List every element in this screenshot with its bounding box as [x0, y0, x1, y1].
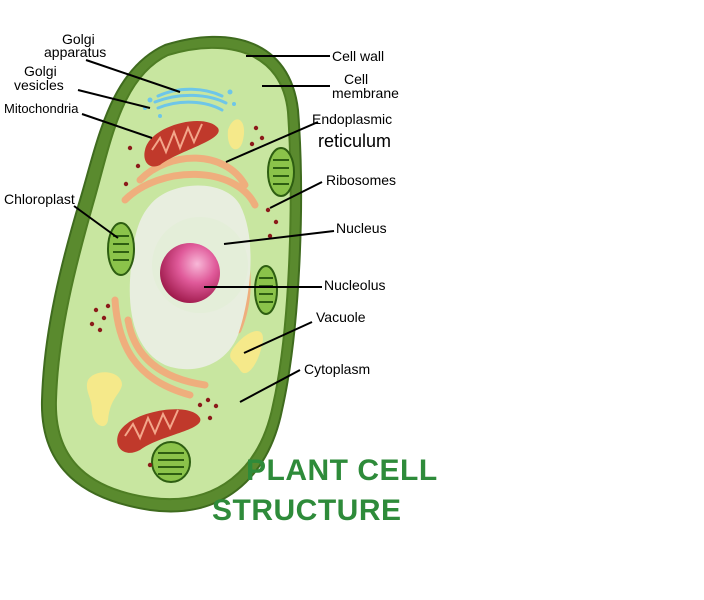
label-cell-membrane-1: Cell	[344, 71, 368, 87]
golgi-apparatus	[153, 87, 228, 112]
chloroplast-right-mid	[254, 265, 278, 315]
label-mitochondria: Mitochondria	[4, 101, 79, 116]
label-chloroplast: Chloroplast	[4, 191, 75, 207]
small-vacuole-top	[227, 119, 245, 150]
label-golgi-vesicles-1: Golgi	[24, 63, 57, 79]
label-golgi-apparatus-1: Golgi	[62, 31, 95, 47]
label-vacuole: Vacuole	[316, 309, 366, 325]
label-cell-membrane-2: membrane	[332, 85, 399, 101]
small-vacuole-left	[86, 372, 122, 427]
mitochondrion-top	[144, 120, 219, 167]
ribosomes	[89, 125, 279, 468]
label-nucleus: Nucleus	[336, 220, 387, 236]
golgi-vesicles	[143, 89, 236, 118]
label-nucleolus: Nucleolus	[324, 277, 385, 293]
label-ribosomes: Ribosomes	[326, 172, 396, 188]
chloroplast-bottom	[151, 441, 191, 483]
chloroplast-left	[107, 222, 135, 276]
label-cytoplasm: Cytoplasm	[304, 361, 370, 377]
label-cell-wall: Cell wall	[332, 48, 384, 64]
mitochondrion-bottom	[117, 409, 201, 453]
nucleolus	[160, 243, 220, 303]
label-golgi-vesicles-2: vesicles	[14, 77, 64, 93]
label-er-1: Endoplasmic	[312, 111, 392, 127]
leader-lines	[73, 55, 335, 403]
label-golgi-apparatus-2: apparatus	[44, 44, 106, 60]
title-line-1: PLANT CELL	[246, 454, 438, 487]
chloroplast-right-top	[267, 147, 295, 197]
title-line-2: STRUCTURE	[212, 494, 402, 527]
label-er-2: reticulum	[318, 131, 391, 151]
